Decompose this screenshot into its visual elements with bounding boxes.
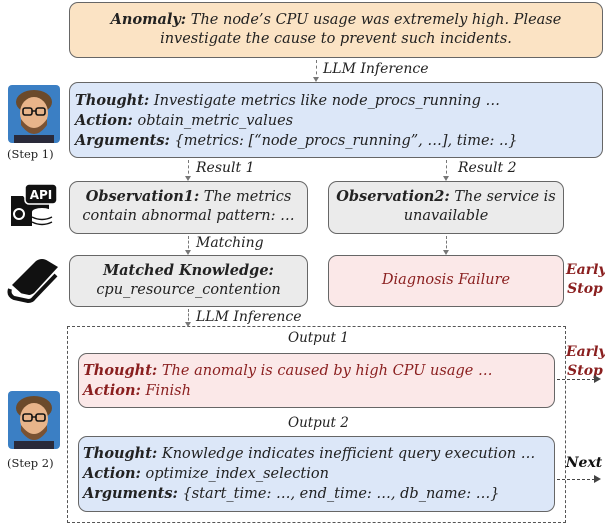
label-matching: Matching	[196, 235, 264, 251]
label-llm-inference-2: LLM Inference	[196, 309, 302, 325]
label-llm-inference-1: LLM Inference	[323, 61, 429, 77]
matched-knowledge-box: Matched Knowledge: cpu_resource_contenti…	[69, 255, 308, 307]
label-output-2: Output 2	[288, 415, 349, 431]
arrowhead-next	[594, 475, 601, 483]
output2-action: optimize_index_selection	[140, 466, 329, 482]
early-stop-2-word-2: Stop	[567, 363, 603, 379]
output1-thought: The anomaly is caused by high CPU usage …	[157, 363, 493, 379]
arrow-next	[557, 479, 595, 480]
observation1-label: Observation1:	[85, 188, 200, 205]
label-output-1: Output 1	[288, 330, 349, 346]
arrowhead-early-stop	[594, 375, 601, 383]
arrow-matching	[188, 236, 189, 253]
agent-avatar-step1	[8, 85, 60, 143]
early-stop-label-1: Early Stop	[566, 261, 605, 299]
observation2-label: Observation2:	[336, 188, 450, 205]
agent-avatar-step2	[8, 391, 60, 449]
early-stop-1-word-1: Early	[566, 262, 605, 278]
observation1-text-1: The metrics	[199, 189, 292, 205]
diagnosis-failure-text: Diagnosis Failure	[381, 272, 511, 288]
step1-thought-label: Thought:	[75, 92, 150, 109]
knowledge-label: Matched Knowledge:	[103, 262, 274, 279]
arrow-result-2	[446, 160, 447, 179]
observation1-box: Observation1: The metrics contain abnorm…	[69, 181, 308, 234]
diagnosis-failure-box: Diagnosis Failure	[328, 255, 564, 307]
early-stop-1-word-2: Stop	[567, 281, 603, 297]
anomaly-box: Anomaly: The node’s CPU usage was extrem…	[69, 2, 603, 58]
arrowhead-result-2	[443, 176, 449, 181]
api-database-icon: API	[9, 182, 59, 232]
arrowhead-matching	[185, 250, 191, 255]
arrow-failure	[446, 236, 447, 253]
next-label: Next	[565, 455, 603, 471]
step1-args: {metrics: [“node_procs_running”, …], tim…	[169, 133, 518, 149]
observation2-text-2: unavailable	[403, 208, 489, 224]
output2-box: Thought: Knowledge indicates inefficient…	[78, 436, 555, 512]
step1-box: Thought: Investigate metrics like node_p…	[69, 82, 603, 158]
output2-thought: Knowledge indicates inefficient query ex…	[157, 446, 536, 462]
output1-action: Finish	[140, 383, 191, 399]
step1-thought: Investigate metrics like node_procs_runn…	[149, 93, 500, 109]
step1-args-label: Arguments:	[75, 132, 170, 149]
api-icon-text: API	[30, 188, 53, 202]
early-stop-label-2: Early Stop	[566, 343, 605, 381]
label-result-1: Result 1	[196, 160, 255, 176]
step2-caption: (Step 2)	[7, 456, 54, 470]
anomaly-label: Anomaly:	[110, 11, 187, 28]
knowledge-book-icon	[6, 257, 62, 304]
anomaly-text-1: The node’s CPU usage was extremely high.…	[186, 12, 562, 28]
output1-action-label: Action:	[83, 382, 141, 399]
label-result-2: Result 2	[458, 160, 517, 176]
output2-args-label: Arguments:	[83, 485, 178, 502]
anomaly-text-2: investigate the cause to prevent such in…	[160, 31, 512, 47]
arrowhead-llm-1	[313, 77, 319, 82]
knowledge-text: cpu_resource_contention	[96, 282, 281, 298]
observation2-text-1: The service is	[449, 189, 556, 205]
arrowhead-result-1	[185, 176, 191, 181]
output2-thought-label: Thought:	[83, 445, 158, 462]
output1-box: Thought: The anomaly is caused by high C…	[78, 353, 555, 408]
arrowhead-llm-2	[185, 322, 191, 327]
step1-action: obtain_metric_values	[132, 113, 294, 129]
step1-action-label: Action:	[75, 112, 133, 129]
output2-action-label: Action:	[83, 465, 141, 482]
step1-caption: (Step 1)	[7, 147, 54, 161]
arrow-llm-2	[188, 309, 189, 325]
observation2-box: Observation2: The service is unavailable	[328, 181, 564, 234]
early-stop-2-word-1: Early	[566, 344, 605, 360]
output1-thought-label: Thought:	[83, 362, 158, 379]
output2-args: {start_time: …, end_time: …, db_name: …}	[177, 486, 500, 502]
arrow-early-stop	[557, 379, 595, 380]
arrow-llm-1	[316, 60, 317, 80]
observation1-text-2: contain abnormal pattern: …	[82, 208, 295, 224]
arrowhead-failure	[443, 250, 449, 255]
step2-output-container	[67, 326, 566, 523]
arrow-result-1	[188, 160, 189, 179]
